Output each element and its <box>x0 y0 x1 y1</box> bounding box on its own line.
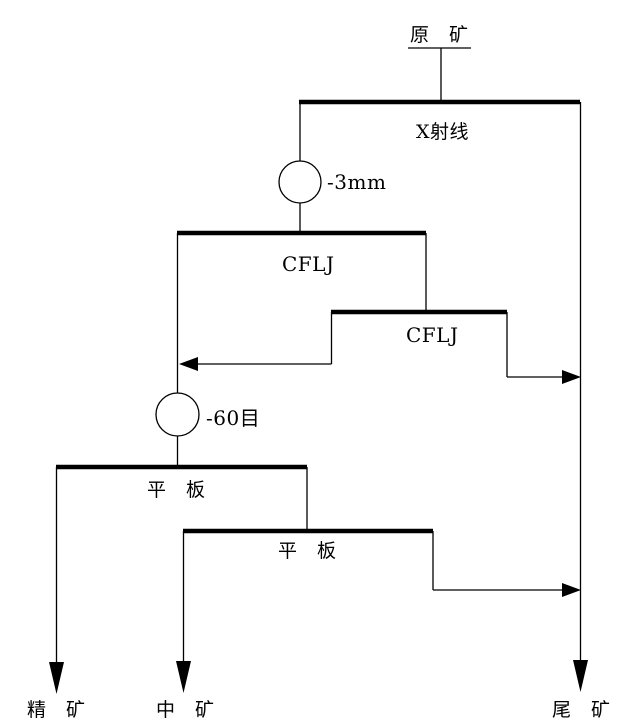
table-separator-1-label: 平 板 <box>147 479 206 501</box>
middlings-label: 中 矿 <box>156 699 215 721</box>
right-arrowhead-upper <box>562 370 581 384</box>
cflj-separator-1-label: CFLJ <box>282 252 335 276</box>
screen-3mm-label: -3mm <box>327 170 387 194</box>
screen-60mesh-label: -60目 <box>206 406 261 430</box>
xray-separator-label: X射线 <box>416 121 470 143</box>
concentrate-label: 精 矿 <box>27 699 86 721</box>
down-arrowhead-concentrate <box>49 662 64 694</box>
feed-label: 原 矿 <box>410 24 469 46</box>
cflj-separator-2-label: CFLJ <box>406 323 459 347</box>
table-separator-2-label: 平 板 <box>278 540 337 562</box>
down-arrowhead-middlings <box>176 661 191 693</box>
left-arrowhead <box>179 357 198 371</box>
tailings-label: 尾 矿 <box>552 699 611 721</box>
down-arrowhead-tailings <box>573 660 588 692</box>
right-arrowhead-lower <box>562 583 581 597</box>
screen-3mm-circle <box>278 160 322 204</box>
screen-60mesh-circle <box>155 392 200 437</box>
